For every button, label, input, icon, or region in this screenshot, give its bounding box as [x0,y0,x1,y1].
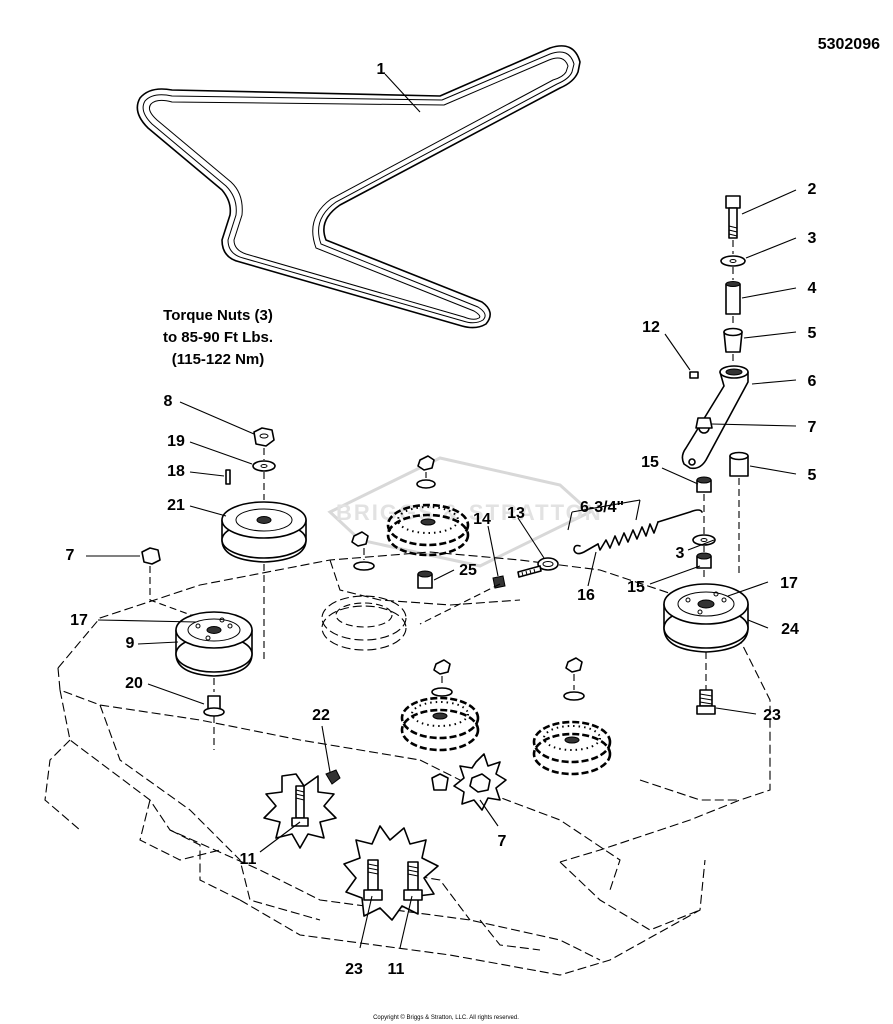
torque-note: Torque Nuts (3) to 85-90 Ft Lbs. (115-12… [163,307,273,368]
callout-23-right: 23 [763,707,781,724]
detail-view-left [263,773,337,849]
callout-16: 16 [577,587,595,604]
detail-view-bottom [343,825,439,921]
callout-14: 14 [473,511,491,528]
callout-23-bottom: 23 [345,961,363,978]
spacer-icon [203,695,225,717]
callout-5-lower: 5 [808,467,817,484]
leader-lines [86,73,797,949]
spindle-upper-center [386,455,470,557]
spacer-icon [696,476,712,493]
callout-19: 19 [167,433,185,450]
callout-17-left: 17 [70,612,88,629]
callout-11-left: 11 [240,851,257,868]
idler-arm-assembly [663,195,749,715]
left-drive-stack [221,427,307,660]
spacer-icon [696,552,712,569]
bushing-icon [723,327,743,353]
callout-11-bottom: 11 [388,961,405,978]
washer-icon [692,534,716,546]
bolt-icon [725,195,741,239]
mower-deck [44,551,771,976]
drive-pulley-icon [221,501,307,563]
spindle-right [532,657,612,776]
bushing-icon [729,451,749,477]
nut-icon [325,769,341,785]
callout-9: 9 [126,635,135,652]
callout-24: 24 [781,621,799,638]
washer-icon [252,460,276,472]
nut-icon [253,427,275,447]
callout-7-left: 7 [66,547,75,564]
callout-1: 1 [377,61,386,78]
callout-3-upper: 3 [808,230,817,247]
callout-25: 25 [459,562,477,579]
spindle-center [400,659,480,791]
spacer-icon [417,570,433,589]
callout-6: 6 [808,373,817,390]
left-idler-stack [141,547,253,750]
drive-belt [136,45,581,329]
callout-7-arm: 7 [808,419,817,436]
nut-icon [492,575,506,589]
watermark-text: BRIGGS & STRATTON [336,500,603,525]
callout-3-lower: 3 [676,545,685,562]
callout-18: 18 [167,463,185,480]
callout-labels: 1 2 3 4 5 12 6 7 5 15 8 19 18 21 14 13 7… [66,61,817,978]
torque-note-line1: Torque Nuts (3) [163,307,273,324]
deck-spindles [321,455,612,791]
dimension-label: 6-3/4" [580,499,624,516]
callout-17-right: 17 [780,575,798,592]
key-icon [225,469,231,485]
document-number: 5302096 [818,36,880,53]
torque-note-line2: to 85-90 Ft Lbs. [163,329,273,346]
callout-12: 12 [642,319,660,336]
nut-icon [141,547,161,565]
spring-assembly [419,499,703,625]
callout-15-lower: 15 [627,579,645,596]
spindle-left-dashed [321,531,407,651]
callout-22: 22 [312,707,330,724]
torque-note-line3: (115-122 Nm) [172,351,265,368]
washer-icon [720,255,746,267]
copyright: Copyright © Briggs & Stratton, LLC. All … [373,1014,519,1021]
callout-15-upper: 15 [641,454,659,471]
callout-13: 13 [507,505,525,522]
idler-pulley-icon [175,611,253,677]
callout-2: 2 [808,181,817,198]
callout-4: 4 [808,280,817,297]
detail-view-nut [453,753,507,811]
spacer-icon [725,281,741,315]
callout-5-upper: 5 [808,325,817,342]
callout-7-bottom: 7 [498,833,507,850]
callout-21: 21 [167,497,185,514]
callout-8: 8 [164,393,173,410]
eye-bolt-icon [517,557,559,578]
watermark: BRIGGS & STRATTON [327,456,603,568]
bolt-icon [696,689,716,715]
grease-fitting-icon [689,371,699,379]
nut-icon [695,417,713,429]
callout-20: 20 [125,675,143,692]
idler-pulley-icon [663,583,749,653]
